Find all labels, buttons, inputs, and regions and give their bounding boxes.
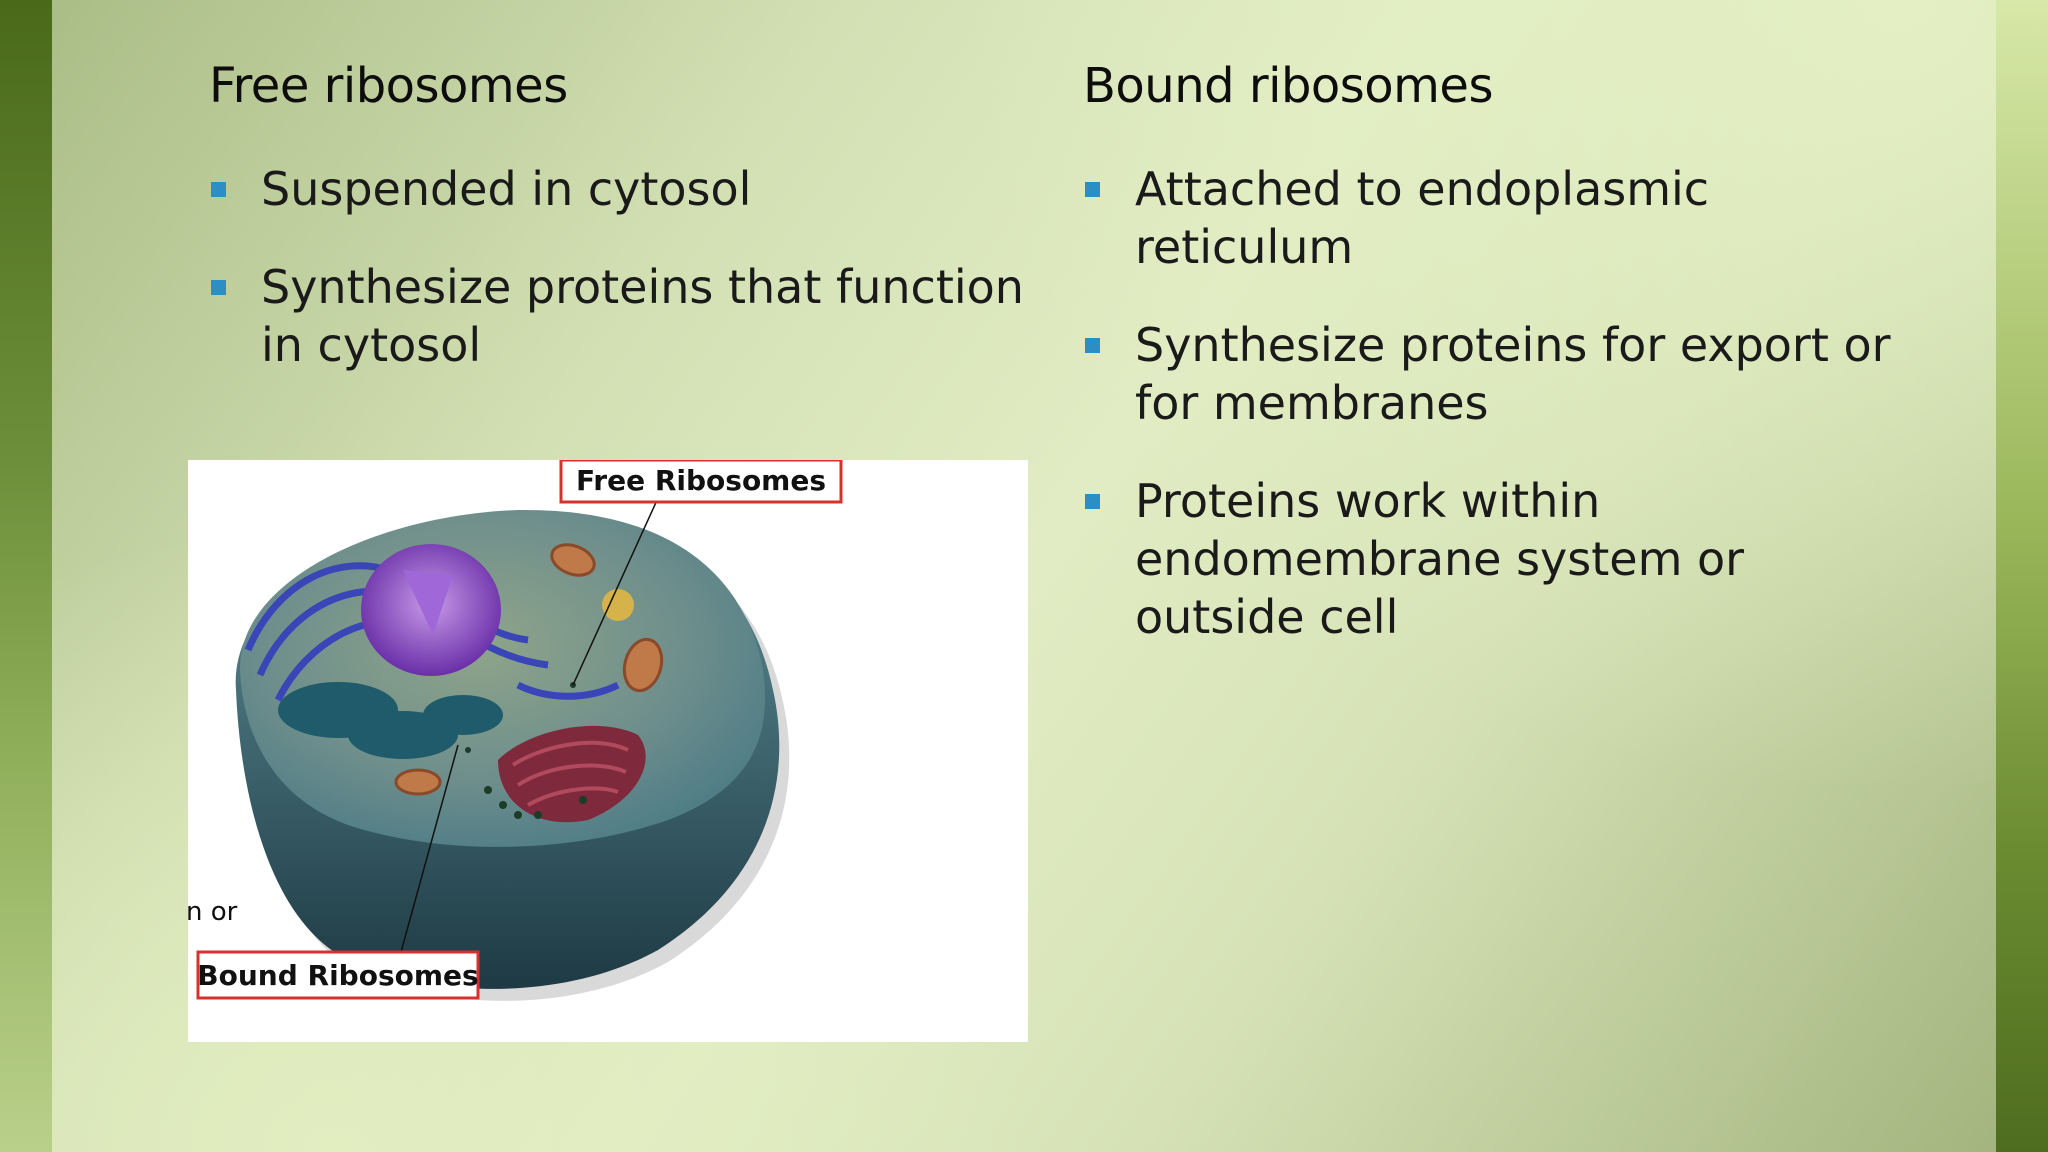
bound-ribosomes-label-box: [196, 950, 480, 1000]
free-ribosomes-heading: Free ribosomes: [209, 58, 568, 114]
square-bullet-icon: [1085, 338, 1100, 353]
bullet-text: Proteins work within endomembrane system…: [1135, 474, 1745, 644]
square-bullet-icon: [211, 182, 226, 197]
bound-ribosomes-list: Attached to endoplasmic reticulum Synthe…: [1083, 160, 1903, 686]
bullet-text: Attached to endoplasmic reticulum: [1135, 162, 1710, 274]
bullet-text: Suspended in cytosol: [261, 162, 752, 216]
free-ribosomes-label: Free Ribosomes: [576, 464, 826, 497]
square-bullet-icon: [1085, 182, 1100, 197]
bound-ribosomes-heading: Bound ribosomes: [1083, 58, 1493, 114]
cell-illustration: Free Ribosomes Bound Ribosomes n or: [188, 460, 1028, 1042]
list-item: Attached to endoplasmic reticulum: [1083, 160, 1903, 276]
golgi-apparatus: [498, 725, 646, 823]
list-item: Synthesize proteins that function in cyt…: [209, 258, 1049, 374]
list-item: Suspended in cytosol: [209, 160, 1049, 218]
list-item: Proteins work within endomembrane system…: [1083, 472, 1903, 646]
nucleolus: [403, 570, 453, 635]
mitochondria: [394, 543, 664, 796]
square-bullet-icon: [211, 280, 226, 295]
cell-diagram-svg: Free Ribosomes Bound Ribosomes n or: [188, 460, 843, 1001]
cytoplasm: [239, 509, 766, 847]
free-ribosomes-list: Suspended in cytosol Synthesize proteins…: [209, 160, 1049, 414]
bullet-text: Synthesize proteins for export or for me…: [1135, 318, 1891, 430]
golgi-folds: [511, 740, 629, 807]
cropped-caption-text: n or: [188, 897, 238, 927]
rough-er: [278, 682, 503, 759]
lysosome: [602, 589, 634, 621]
square-bullet-icon: [1085, 494, 1100, 509]
right-edge-band: [1996, 0, 2048, 1152]
list-item: Synthesize proteins for export or for me…: [1083, 316, 1903, 432]
bound-ribosomes-label: Bound Ribosomes: [197, 959, 478, 992]
bullet-text: Synthesize proteins that function in cyt…: [261, 260, 1024, 372]
free-ribosomes-leader-line: [572, 497, 659, 686]
free-ribosomes-label-box: [559, 460, 843, 504]
ribosomes: [465, 682, 587, 819]
bound-ribosomes-leader-line: [400, 744, 459, 953]
left-edge-band: [0, 0, 52, 1152]
